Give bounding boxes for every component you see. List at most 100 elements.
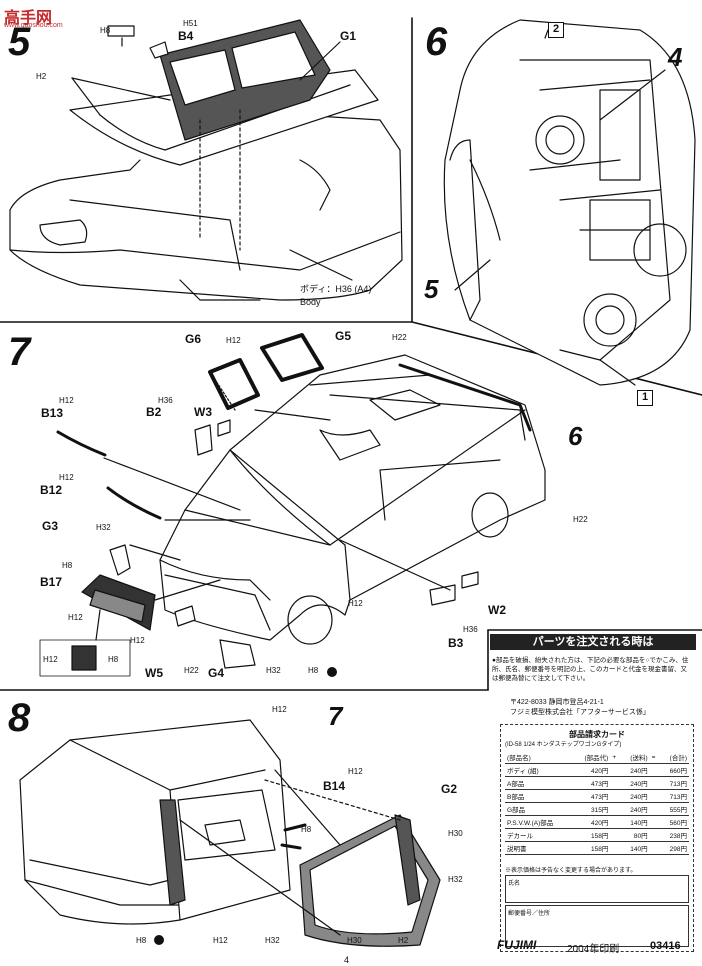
price-table: (部品名) (部品代) + (送料) = (合計) ボディ (組)420円 240… bbox=[505, 751, 689, 855]
part-g6: G6 bbox=[185, 332, 202, 346]
paint-code-h36: H36 bbox=[158, 396, 173, 405]
header-cell: (部品名) bbox=[505, 751, 573, 764]
header-cell: (部品代) bbox=[572, 751, 611, 764]
part-b4: B4 bbox=[178, 29, 194, 43]
price-change-note: ※表示価格は予告なく変更する場合があります。 bbox=[505, 868, 637, 874]
part-g4: G4 bbox=[208, 666, 225, 680]
cell: 140円 bbox=[620, 841, 650, 855]
paint-code-h12: H12 bbox=[43, 655, 58, 664]
order-address: 〒422-8033 静岡市登呂4-21-1 フジミ模型株式会社「アフターサービス… bbox=[510, 698, 650, 718]
paint-code-h12: H12 bbox=[130, 636, 145, 645]
paint-code-h8: H8 bbox=[62, 561, 73, 570]
cell: A部品 bbox=[505, 776, 573, 790]
part-b13: B13 bbox=[41, 406, 64, 420]
ref-7: 7 bbox=[328, 701, 343, 731]
paint-code-h32: H32 bbox=[96, 523, 111, 532]
cell: 説明書 bbox=[505, 841, 573, 855]
address-label: 郵便番号／住所 bbox=[508, 911, 551, 917]
table-row[interactable]: ボディ (組)420円 240円 660円 bbox=[505, 763, 689, 777]
paint-code-h12: H12 bbox=[59, 396, 74, 405]
part-w2: W2 bbox=[488, 603, 506, 617]
price-table-header: (部品名) (部品代) + (送料) = (合計) bbox=[505, 751, 689, 764]
paint-code-h2: H2 bbox=[398, 936, 409, 945]
paint-code-h12: H12 bbox=[68, 613, 83, 622]
paint-code-h36: H36 bbox=[463, 625, 478, 634]
cell: 240円 bbox=[620, 763, 650, 777]
part-w5: W5 bbox=[145, 666, 163, 680]
box-ref-1: 1 bbox=[637, 390, 653, 406]
paint-code-h22: H22 bbox=[392, 333, 407, 342]
part-g1: G1 bbox=[340, 29, 357, 43]
product-code: 03416 bbox=[650, 940, 681, 952]
header-cell: (合計) bbox=[660, 751, 689, 764]
cell: 420円 bbox=[572, 763, 611, 777]
cell: 240円 bbox=[620, 776, 650, 790]
cell: 240円 bbox=[620, 802, 650, 816]
parts-order-panel: パーツを注文される時は ●部品を破損、紛失された方は、下記の必要な部品を○でかこ… bbox=[490, 634, 696, 952]
step-number-6: 6 bbox=[425, 20, 448, 64]
paint-code-h8: H8 bbox=[136, 936, 147, 945]
part-g2: G2 bbox=[441, 782, 458, 796]
paint-code-h12: H12 bbox=[348, 767, 363, 776]
order-banner: パーツを注文される時は bbox=[490, 634, 696, 650]
paint-code-h8: H8 bbox=[100, 26, 111, 35]
cell: G部品 bbox=[505, 802, 573, 816]
paint-code-h12: H12 bbox=[213, 936, 228, 945]
cell: デカール bbox=[505, 828, 573, 842]
cell: 473円 bbox=[572, 776, 611, 790]
brand-logo: FUJIMI bbox=[497, 938, 537, 952]
order-note: ●部品を破損、紛失された方は、下記の必要な部品を○でかこみ、住所、氏名、郵便番号… bbox=[492, 657, 689, 682]
body-paint-note: ボディ：H36 (A4) bbox=[300, 284, 372, 294]
cell: 238円 bbox=[660, 828, 689, 842]
cell: 713円 bbox=[660, 789, 689, 803]
header-cell: (送料) bbox=[620, 751, 650, 764]
paint-code-h22: H22 bbox=[184, 666, 199, 675]
ref-4: 4 bbox=[668, 42, 683, 72]
cell: 473円 bbox=[572, 789, 611, 803]
paint-code-h32: H32 bbox=[266, 666, 281, 675]
cell: 140円 bbox=[620, 815, 650, 829]
cell: ボディ (組) bbox=[505, 763, 573, 777]
paint-code-h30: H30 bbox=[347, 936, 362, 945]
paint-code-h12: H12 bbox=[272, 705, 287, 714]
order-address-line2: フジミ模型株式会社「アフターサービス係」 bbox=[510, 709, 650, 716]
cell: 713円 bbox=[660, 776, 689, 790]
paint-code-h2: H2 bbox=[36, 72, 47, 81]
paint-code-h51: H51 bbox=[183, 19, 198, 28]
cell: 240円 bbox=[620, 789, 650, 803]
part-b14: B14 bbox=[323, 779, 346, 793]
print-year: 2004年印刷 bbox=[567, 944, 620, 955]
parts-request-card[interactable]: 部品請求カード (ID-58 1/24 ホンダステップワゴンGタイプ) (部品名… bbox=[500, 724, 694, 952]
header-cell: + bbox=[610, 751, 621, 764]
address-field[interactable]: 郵便番号／住所 bbox=[505, 905, 689, 947]
watermark-url: www.gaoshou.com bbox=[4, 22, 63, 29]
name-field[interactable]: 氏名 bbox=[505, 875, 689, 903]
watermark-logo: 高手网 bbox=[4, 10, 53, 27]
part-b12: B12 bbox=[40, 483, 63, 497]
card-title: 部品請求カード bbox=[569, 730, 625, 739]
page-number: 4 bbox=[344, 955, 350, 965]
paint-code-h8: H8 bbox=[301, 825, 312, 834]
part-b2: B2 bbox=[146, 405, 162, 419]
paint-code-h32: H32 bbox=[448, 875, 463, 884]
box-ref-2: 2 bbox=[548, 22, 564, 38]
paint-code-h12: H12 bbox=[348, 599, 363, 608]
ref-6: 6 bbox=[568, 421, 583, 451]
name-label: 氏名 bbox=[508, 881, 521, 887]
body-label: Body bbox=[300, 297, 321, 307]
step-number-7: 7 bbox=[8, 330, 31, 374]
cell: 158円 bbox=[572, 828, 611, 842]
cell: 660円 bbox=[660, 763, 689, 777]
cell: 158円 bbox=[572, 841, 611, 855]
paint-code-h8: H8 bbox=[108, 655, 119, 664]
paint-code-h8: H8 bbox=[308, 666, 319, 675]
ref-5: 5 bbox=[424, 274, 439, 304]
card-subtitle: (ID-58 1/24 ホンダステップワゴンGタイプ) bbox=[505, 742, 622, 748]
